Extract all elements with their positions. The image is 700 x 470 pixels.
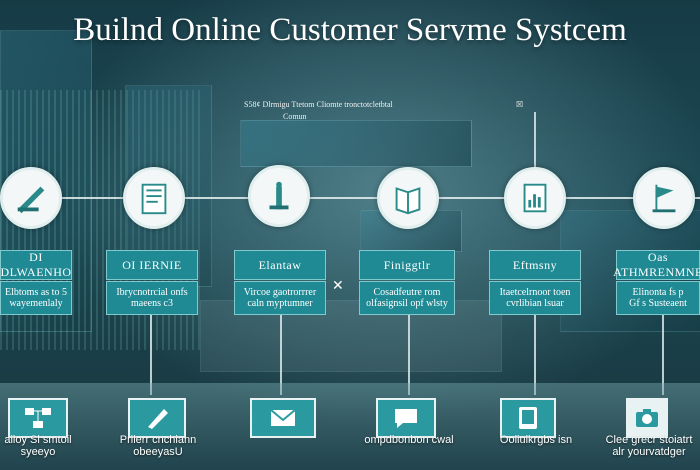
bottom-item-3[interactable] bbox=[250, 398, 316, 438]
close-icon: ✕ bbox=[332, 277, 344, 293]
step-4-circle[interactable] bbox=[377, 167, 439, 229]
connector-1 bbox=[150, 310, 152, 395]
bottom-label-5: Ooliulkrgbs isn bbox=[499, 434, 573, 446]
connector-5 bbox=[662, 310, 664, 395]
step-1-title: DI DLWAENHO bbox=[0, 250, 72, 280]
book-icon bbox=[395, 187, 421, 215]
document-icon bbox=[141, 183, 167, 215]
connector-3 bbox=[408, 310, 410, 395]
bottom-item-4[interactable] bbox=[376, 398, 436, 438]
subheading-line2: Comun bbox=[283, 112, 307, 121]
pen-icon bbox=[148, 409, 168, 429]
bottom-band bbox=[0, 383, 700, 470]
flowchart-icon bbox=[25, 408, 51, 428]
tower-icon bbox=[269, 181, 289, 210]
camera-icon bbox=[636, 409, 658, 427]
chat-icon bbox=[395, 409, 417, 428]
bottom-item-6[interactable] bbox=[626, 398, 668, 438]
bottom-item-5[interactable] bbox=[500, 398, 556, 438]
step-6-title: Oas ATHMRENMNE bbox=[613, 250, 700, 280]
bottom-item-1[interactable] bbox=[8, 398, 68, 438]
step-2-circle[interactable] bbox=[123, 167, 185, 229]
subheading-line1: S58¢ Dlrmigu Ttetom Cliomte tronctotclet… bbox=[244, 100, 393, 109]
step-5-circle[interactable] bbox=[504, 167, 566, 229]
pencil-ruler-icon bbox=[17, 186, 45, 214]
step-2-title: OI IERNIE bbox=[106, 250, 198, 280]
timeline-line bbox=[0, 197, 700, 199]
step-4-title: Finiggtlr bbox=[359, 250, 455, 280]
step-5-title: Eftmsny bbox=[489, 250, 581, 280]
bottom-label-4: ompdbonbon cwal bbox=[364, 434, 454, 446]
step-3-circle[interactable] bbox=[248, 165, 310, 227]
connector-4 bbox=[534, 310, 536, 395]
subheading-badge: ☒ bbox=[516, 100, 524, 109]
connector-2 bbox=[280, 310, 282, 395]
bottom-item-2[interactable] bbox=[128, 398, 186, 438]
page-title: Builnd Online Customer Servme Systcem bbox=[73, 12, 627, 48]
step-6-circle[interactable] bbox=[633, 167, 695, 229]
connector-top bbox=[534, 112, 536, 198]
envelope-icon bbox=[270, 409, 296, 426]
chart-document-icon bbox=[523, 183, 547, 213]
flag-icon bbox=[652, 184, 676, 213]
tablet-icon bbox=[519, 407, 537, 429]
step-1-circle[interactable] bbox=[0, 167, 62, 229]
step-3-title: Elantaw bbox=[234, 250, 326, 280]
